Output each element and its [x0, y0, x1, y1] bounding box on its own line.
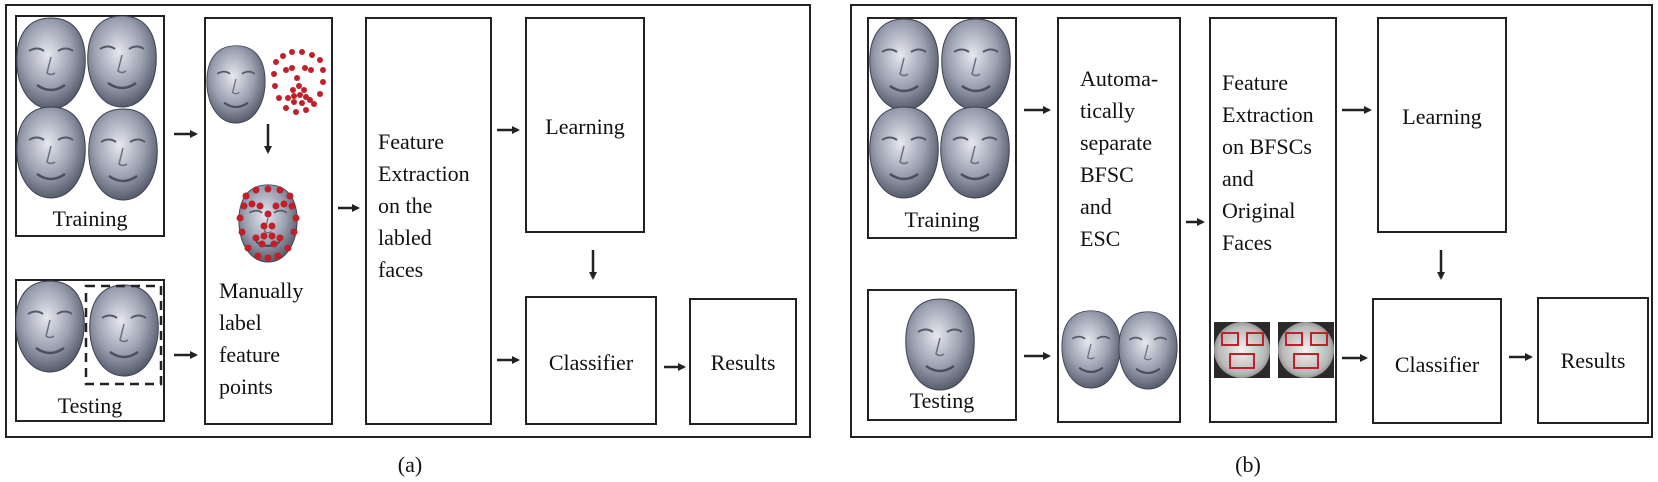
- b-bfsc-face: [1060, 309, 1122, 390]
- b-training-face-4: [939, 105, 1011, 200]
- b-results-text: Results: [1560, 348, 1626, 373]
- a-training-label: Training: [52, 206, 128, 231]
- b-classifier-text: Classifier: [1394, 352, 1480, 377]
- a-learning-box: [525, 17, 645, 233]
- a-learning-text: Learning: [545, 114, 625, 139]
- a-landmark-points: [271, 49, 326, 115]
- b-separate-text: Automa- tically separate BFSC and ESC: [1080, 66, 1159, 251]
- b-learning-text: Learning: [1402, 104, 1482, 129]
- b-training-face-3: [868, 105, 940, 200]
- a-caption: (a): [397, 452, 423, 477]
- b-feature-extraction-text: Feature Extraction on BFSCs and Original…: [1222, 70, 1314, 255]
- b-feature-map-2: [1278, 322, 1334, 378]
- a-training-face-4: [87, 107, 159, 202]
- a-testing-face-2: [88, 283, 160, 378]
- b-training-face-2: [940, 17, 1012, 112]
- b-results-box: [1537, 297, 1649, 424]
- a-feature-extraction-text: Feature Extraction on the labled faces: [378, 129, 470, 282]
- panel-b: [850, 4, 1653, 438]
- b-esc-face: [1117, 310, 1179, 391]
- a-manual-label-text: Manually label feature points: [219, 278, 304, 399]
- a-feature-extraction-box: [365, 17, 492, 425]
- panel-a: [5, 4, 811, 438]
- b-training-label: Training: [904, 207, 980, 232]
- a-face-landmarks-overlay: [236, 185, 300, 262]
- b-training-face-1: [868, 17, 940, 112]
- a-manual-face: [205, 44, 267, 125]
- a-training-face-1: [15, 16, 87, 111]
- a-training-face-3: [15, 105, 87, 200]
- b-learning-box: [1377, 17, 1507, 233]
- a-testing-label: Testing: [57, 393, 123, 418]
- b-testing-face: [904, 297, 976, 392]
- b-testing-label: Testing: [909, 388, 975, 413]
- a-testing-selection-dashed: [84, 284, 163, 386]
- b-classifier-box: [1372, 298, 1502, 424]
- a-results-text: Results: [710, 350, 776, 375]
- a-results-box: [689, 298, 797, 425]
- b-feature-map-1: [1214, 322, 1270, 378]
- a-testing-face-1: [14, 279, 86, 374]
- b-caption: (b): [1235, 452, 1261, 477]
- a-training-face-2: [86, 14, 158, 109]
- a-classifier-text: Classifier: [548, 350, 634, 375]
- a-classifier-box: [525, 296, 657, 425]
